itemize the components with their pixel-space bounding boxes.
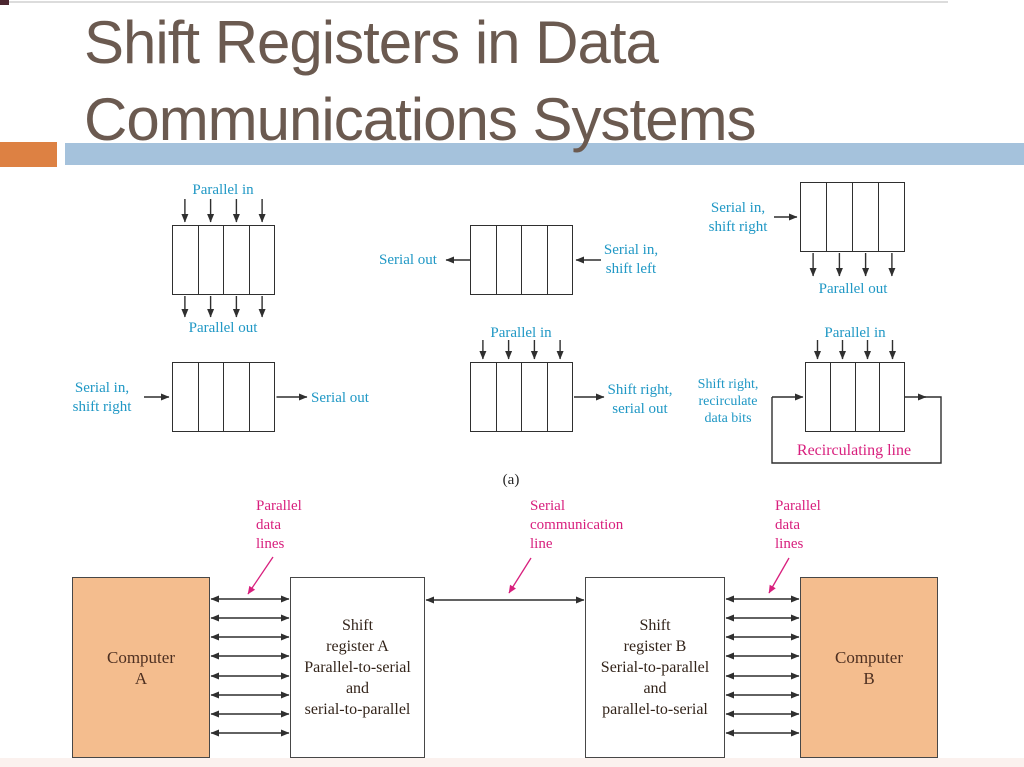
register-cell: [522, 226, 548, 294]
box-text-line: Parallel-to-serial: [304, 659, 411, 676]
parallel-data-lines-left: [210, 595, 290, 737]
register-cell: [801, 183, 827, 251]
figure-a-caption: (a): [502, 472, 520, 488]
label-serial-in-shift-right-4: Serial in, shift right: [73, 379, 132, 417]
register-cell: [471, 226, 497, 294]
label-line: Shift right,: [697, 377, 759, 392]
register-cell: [806, 363, 831, 431]
label-line: Parallel: [256, 498, 302, 514]
register-cell: [471, 363, 497, 431]
box-text-line: and: [345, 680, 370, 697]
box-text-line: parallel-to-serial: [602, 701, 708, 718]
box-text-line: A: [134, 668, 148, 688]
register-cell: [199, 363, 224, 431]
computer-a-box: Computer A: [72, 577, 210, 758]
label-parallel-in-1: Parallel in: [192, 182, 254, 198]
label-line: Serial in,: [603, 242, 659, 258]
parallel-out-arrows-reg1: [181, 296, 266, 318]
label-line: lines: [256, 536, 285, 552]
label-line: Serial: [530, 498, 565, 514]
register-cell: [173, 226, 199, 294]
label-parallel-data-lines-right: Parallel data lines: [775, 497, 821, 554]
page-title: Shift Registers in Data Communications S…: [84, 4, 757, 158]
box-text-line: Serial-to-parallel: [600, 659, 710, 676]
label-line: data bits: [704, 411, 752, 426]
register-parallel-in-serial-out: [470, 362, 573, 432]
register-cell: [173, 363, 199, 431]
label-serial-out-4: Serial out: [311, 390, 369, 406]
label-line: Shift right,: [607, 382, 673, 398]
box-text-line: Shift: [341, 617, 374, 634]
label-line: line: [530, 536, 553, 552]
register-shift-left: [470, 225, 573, 295]
label-line: Serial in,: [710, 200, 766, 216]
box-text-line: register A: [326, 638, 389, 655]
register-cell: [827, 183, 853, 251]
box-text-line: register B: [623, 638, 687, 655]
shift-register-a-box: Shift register A Parallel-to-serial and …: [290, 577, 425, 758]
top-corner-mark: [0, 0, 9, 5]
callout-pointer-arrows: [247, 556, 790, 595]
register-serial-in-serial-out: [172, 362, 275, 432]
label-line: shift left: [605, 261, 657, 277]
parallel-data-lines-right: [725, 595, 800, 737]
label-serial-out-2: Serial out: [379, 252, 437, 268]
register-serial-in-parallel-out: [800, 182, 905, 252]
register-cell: [856, 363, 881, 431]
register-cell: [831, 363, 856, 431]
parallel-in-arrows-reg1: [181, 199, 266, 223]
box-text-line: Computer: [107, 647, 175, 667]
top-edge-line: [0, 1, 948, 3]
label-serial-in-shift-left: Serial in, shift left: [604, 241, 658, 279]
register-cell: [497, 226, 522, 294]
box-text-line: Shift: [639, 617, 671, 634]
label-line: data: [775, 517, 800, 533]
register-cell: [224, 363, 250, 431]
label-line: recirculate: [698, 394, 758, 409]
box-text-line: Computer: [835, 647, 903, 667]
page-title-line1: Shift Registers in Data: [84, 9, 659, 76]
label-line: data: [256, 517, 281, 533]
label-shift-right-serial-out: Shift right, serial out: [607, 381, 672, 419]
register-recirculating: [805, 362, 905, 432]
bottom-strip: [0, 758, 1024, 767]
parallel-out-arrows-reg3: [809, 253, 896, 277]
accent-bar-blue: [65, 143, 1024, 165]
shift-register-b-box: Shift register B Serial-to-parallel and …: [585, 577, 725, 758]
label-line: Serial in,: [74, 380, 130, 396]
parallel-in-arrows-reg5: [479, 340, 564, 360]
box-text-line: serial-to-parallel: [304, 701, 411, 718]
box-text-line: B: [863, 668, 875, 688]
label-serial-communication-line: Serial communication line: [530, 497, 623, 554]
label-line: shift right: [72, 399, 132, 415]
label-parallel-in-6: Parallel in: [824, 325, 886, 341]
register-cell: [199, 226, 224, 294]
label-parallel-out-3: Parallel out: [818, 281, 888, 297]
label-line: lines: [775, 536, 804, 552]
label-recirculating-line: Recirculating line: [796, 442, 912, 459]
recirculating-loop: [771, 393, 942, 464]
register-parallel-in-out: [172, 225, 275, 295]
parallel-in-arrows-reg6: [814, 340, 896, 360]
label-serial-in-shift-right-3: Serial in, shift right: [709, 199, 768, 237]
label-parallel-data-lines-left: Parallel data lines: [256, 497, 302, 554]
box-text-line: and: [643, 680, 667, 697]
register-cell: [522, 363, 548, 431]
label-shift-right-recirculate: Shift right, recirculate data bits: [698, 376, 759, 427]
label-parallel-in-5: Parallel in: [490, 325, 552, 341]
label-line: Parallel: [775, 498, 821, 514]
page-title-line2: Communications Systems: [84, 86, 757, 153]
label-parallel-out-1: Parallel out: [188, 320, 258, 336]
label-line: serial out: [612, 401, 668, 417]
label-line: communication: [530, 517, 624, 533]
register-cell: [853, 183, 879, 251]
label-line: shift right: [708, 219, 768, 235]
register-cell: [497, 363, 522, 431]
register-cell: [224, 226, 250, 294]
accent-bar-orange: [0, 142, 57, 167]
computer-b-box: Computer B: [800, 577, 938, 758]
